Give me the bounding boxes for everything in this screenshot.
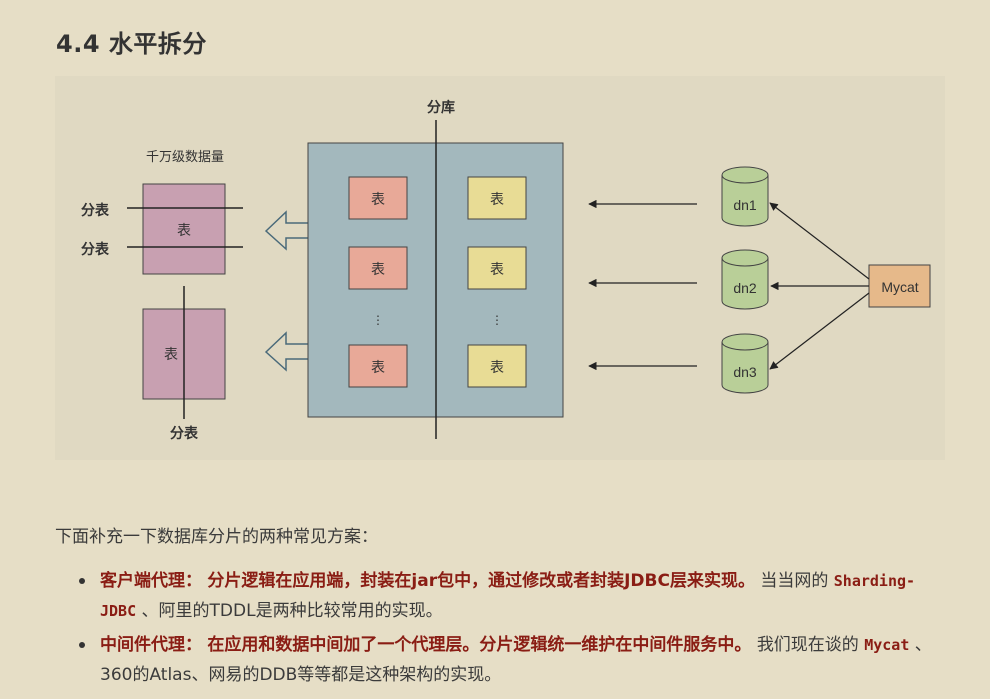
ellipsis: ⋮	[491, 313, 503, 327]
mycat-label: Mycat	[881, 279, 918, 295]
bullet-text: 我们现在谈的	[756, 635, 859, 655]
table-group-label: 千万级数据量	[146, 149, 224, 164]
db1-table-2	[348, 246, 408, 290]
bullet-strong: 在应用和数据中间加了一个代理层。分片逻辑统一维护在中间件服务中。	[207, 635, 752, 655]
split-table-label-1: 分表	[81, 202, 110, 218]
ellipsis: ⋮	[372, 313, 384, 327]
table-label: 表	[371, 191, 385, 207]
table-label: 表	[490, 359, 504, 375]
db-node-label: dn3	[733, 364, 757, 380]
list-item: 中间件代理： 在应用和数据中间加了一个代理层。分片逻辑统一维护在中间件服务中。 …	[55, 630, 945, 690]
db-node-3: dn3	[721, 333, 769, 394]
db2-table-1	[467, 176, 527, 220]
db1-table-1	[348, 176, 408, 220]
table-label: 表	[490, 191, 504, 207]
bullet-title: 中间件代理：	[100, 635, 202, 655]
mycat-box	[868, 264, 931, 308]
table-label: 表	[371, 359, 385, 375]
split-table-label-2: 分表	[81, 241, 110, 257]
intro-text: 下面补充一下数据库分片的两种常见方案：	[55, 527, 378, 547]
db1-table-3	[348, 344, 408, 388]
table-label: 表	[371, 261, 385, 277]
db2-table-3	[467, 344, 527, 388]
mycat-arrow-3	[769, 292, 870, 370]
diagram-svg: 千万级数据量 表 分表 分表 表 分表 分库 表 表 ⋮ 表 表 表 ⋮	[81, 99, 931, 441]
solution-list: 客户端代理： 分片逻辑在应用端，封装在jar包中，通过修改或者封装JDBC层来实…	[55, 566, 945, 694]
inline-code: Mycat	[864, 636, 910, 654]
db-node-1: dn1	[721, 166, 769, 227]
inline-code: Sharding-JDBC	[100, 572, 916, 620]
bullet-text: 、360的Atlas、网易的DDB等等都是这种架构的实现。	[100, 635, 932, 685]
table-label: 表	[177, 222, 191, 238]
list-item: 客户端代理： 分片逻辑在应用端，封装在jar包中，通过修改或者封装JDBC层来实…	[55, 566, 945, 626]
db-node-2: dn2	[721, 249, 769, 310]
mycat-arrow-1	[769, 202, 870, 280]
bullet-title: 客户端代理：	[100, 571, 202, 591]
shard-db-label: 分库	[427, 99, 455, 115]
db-node-label: dn1	[733, 197, 757, 213]
db-node-label: dn2	[733, 280, 757, 296]
split-table-top	[142, 183, 226, 275]
split-table-label-3: 分表	[170, 425, 199, 441]
section-heading: 4.4 水平拆分	[56, 30, 207, 58]
bullet-text: 、阿里的TDDL是两种比较常用的实现。	[141, 601, 443, 621]
horizontal-split-diagram: 千万级数据量 表 分表 分表 表 分表 分库 表 表 ⋮ 表 表 表 ⋮	[55, 76, 945, 460]
bullet-strong: 分片逻辑在应用端，封装在jar包中，通过修改或者封装JDBC层来实现。	[207, 571, 755, 591]
db2-table-2	[467, 246, 527, 290]
table-label: 表	[164, 346, 178, 362]
table-label: 表	[490, 261, 504, 277]
bullet-text: 当当网的	[760, 571, 829, 591]
